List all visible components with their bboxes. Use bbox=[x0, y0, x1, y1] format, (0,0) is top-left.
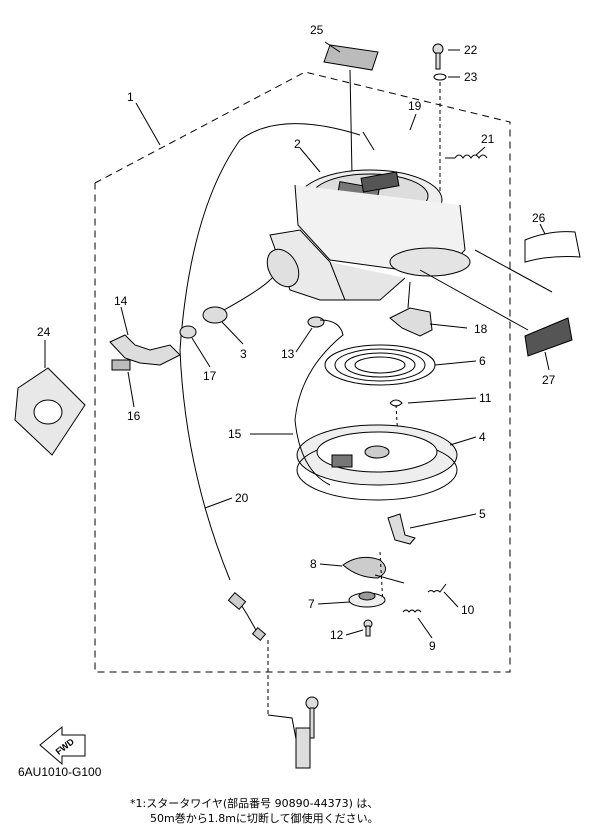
callout-9: 9 bbox=[429, 639, 436, 653]
callout-4: 4 bbox=[479, 430, 486, 444]
fwd-arrow-icon bbox=[39, 725, 86, 766]
callout-10: 10 bbox=[461, 603, 475, 617]
callout-7: 7 bbox=[308, 597, 315, 611]
callout-16: 16 bbox=[127, 409, 141, 423]
callout-19: 19 bbox=[408, 99, 422, 113]
strip-27 bbox=[524, 317, 573, 357]
footnote-line-1: *1:スタータワイヤ(部品番号 90890-44373) は、 bbox=[130, 797, 379, 810]
assembly-boundary bbox=[94, 71, 511, 673]
callout-8: 8 bbox=[310, 557, 317, 571]
callout-1: 1 bbox=[127, 90, 134, 104]
callout-5: 5 bbox=[479, 507, 486, 521]
callout-23: 23 bbox=[464, 70, 478, 84]
callout-15: 15 bbox=[228, 427, 242, 441]
diagram-reference-code: 6AU1010-G100 bbox=[18, 765, 102, 779]
callout-13: 13 bbox=[281, 347, 295, 361]
callout-3: 3 bbox=[240, 347, 247, 361]
footnote-line-2: 50m巻から1.8mに切断して御使用ください。 bbox=[150, 812, 379, 825]
callout-18: 18 bbox=[474, 322, 488, 336]
callout-11: 11 bbox=[479, 391, 492, 405]
callout-17: 17 bbox=[203, 369, 217, 383]
callout-6: 6 bbox=[479, 354, 486, 368]
callout-22: 22 bbox=[464, 43, 478, 57]
callout-20: 20 bbox=[235, 491, 249, 505]
label-plate-25 bbox=[323, 44, 379, 71]
callout-26: 26 bbox=[532, 211, 546, 225]
callout-2: 2 bbox=[294, 137, 301, 151]
callout-27: 27 bbox=[542, 373, 556, 387]
callout-25: 25 bbox=[310, 23, 324, 37]
strip-26 bbox=[524, 231, 581, 263]
callout-21: 21 bbox=[481, 132, 495, 146]
callout-14: 14 bbox=[114, 294, 128, 308]
callout-12: 12 bbox=[330, 628, 344, 642]
callout-24: 24 bbox=[37, 325, 51, 339]
